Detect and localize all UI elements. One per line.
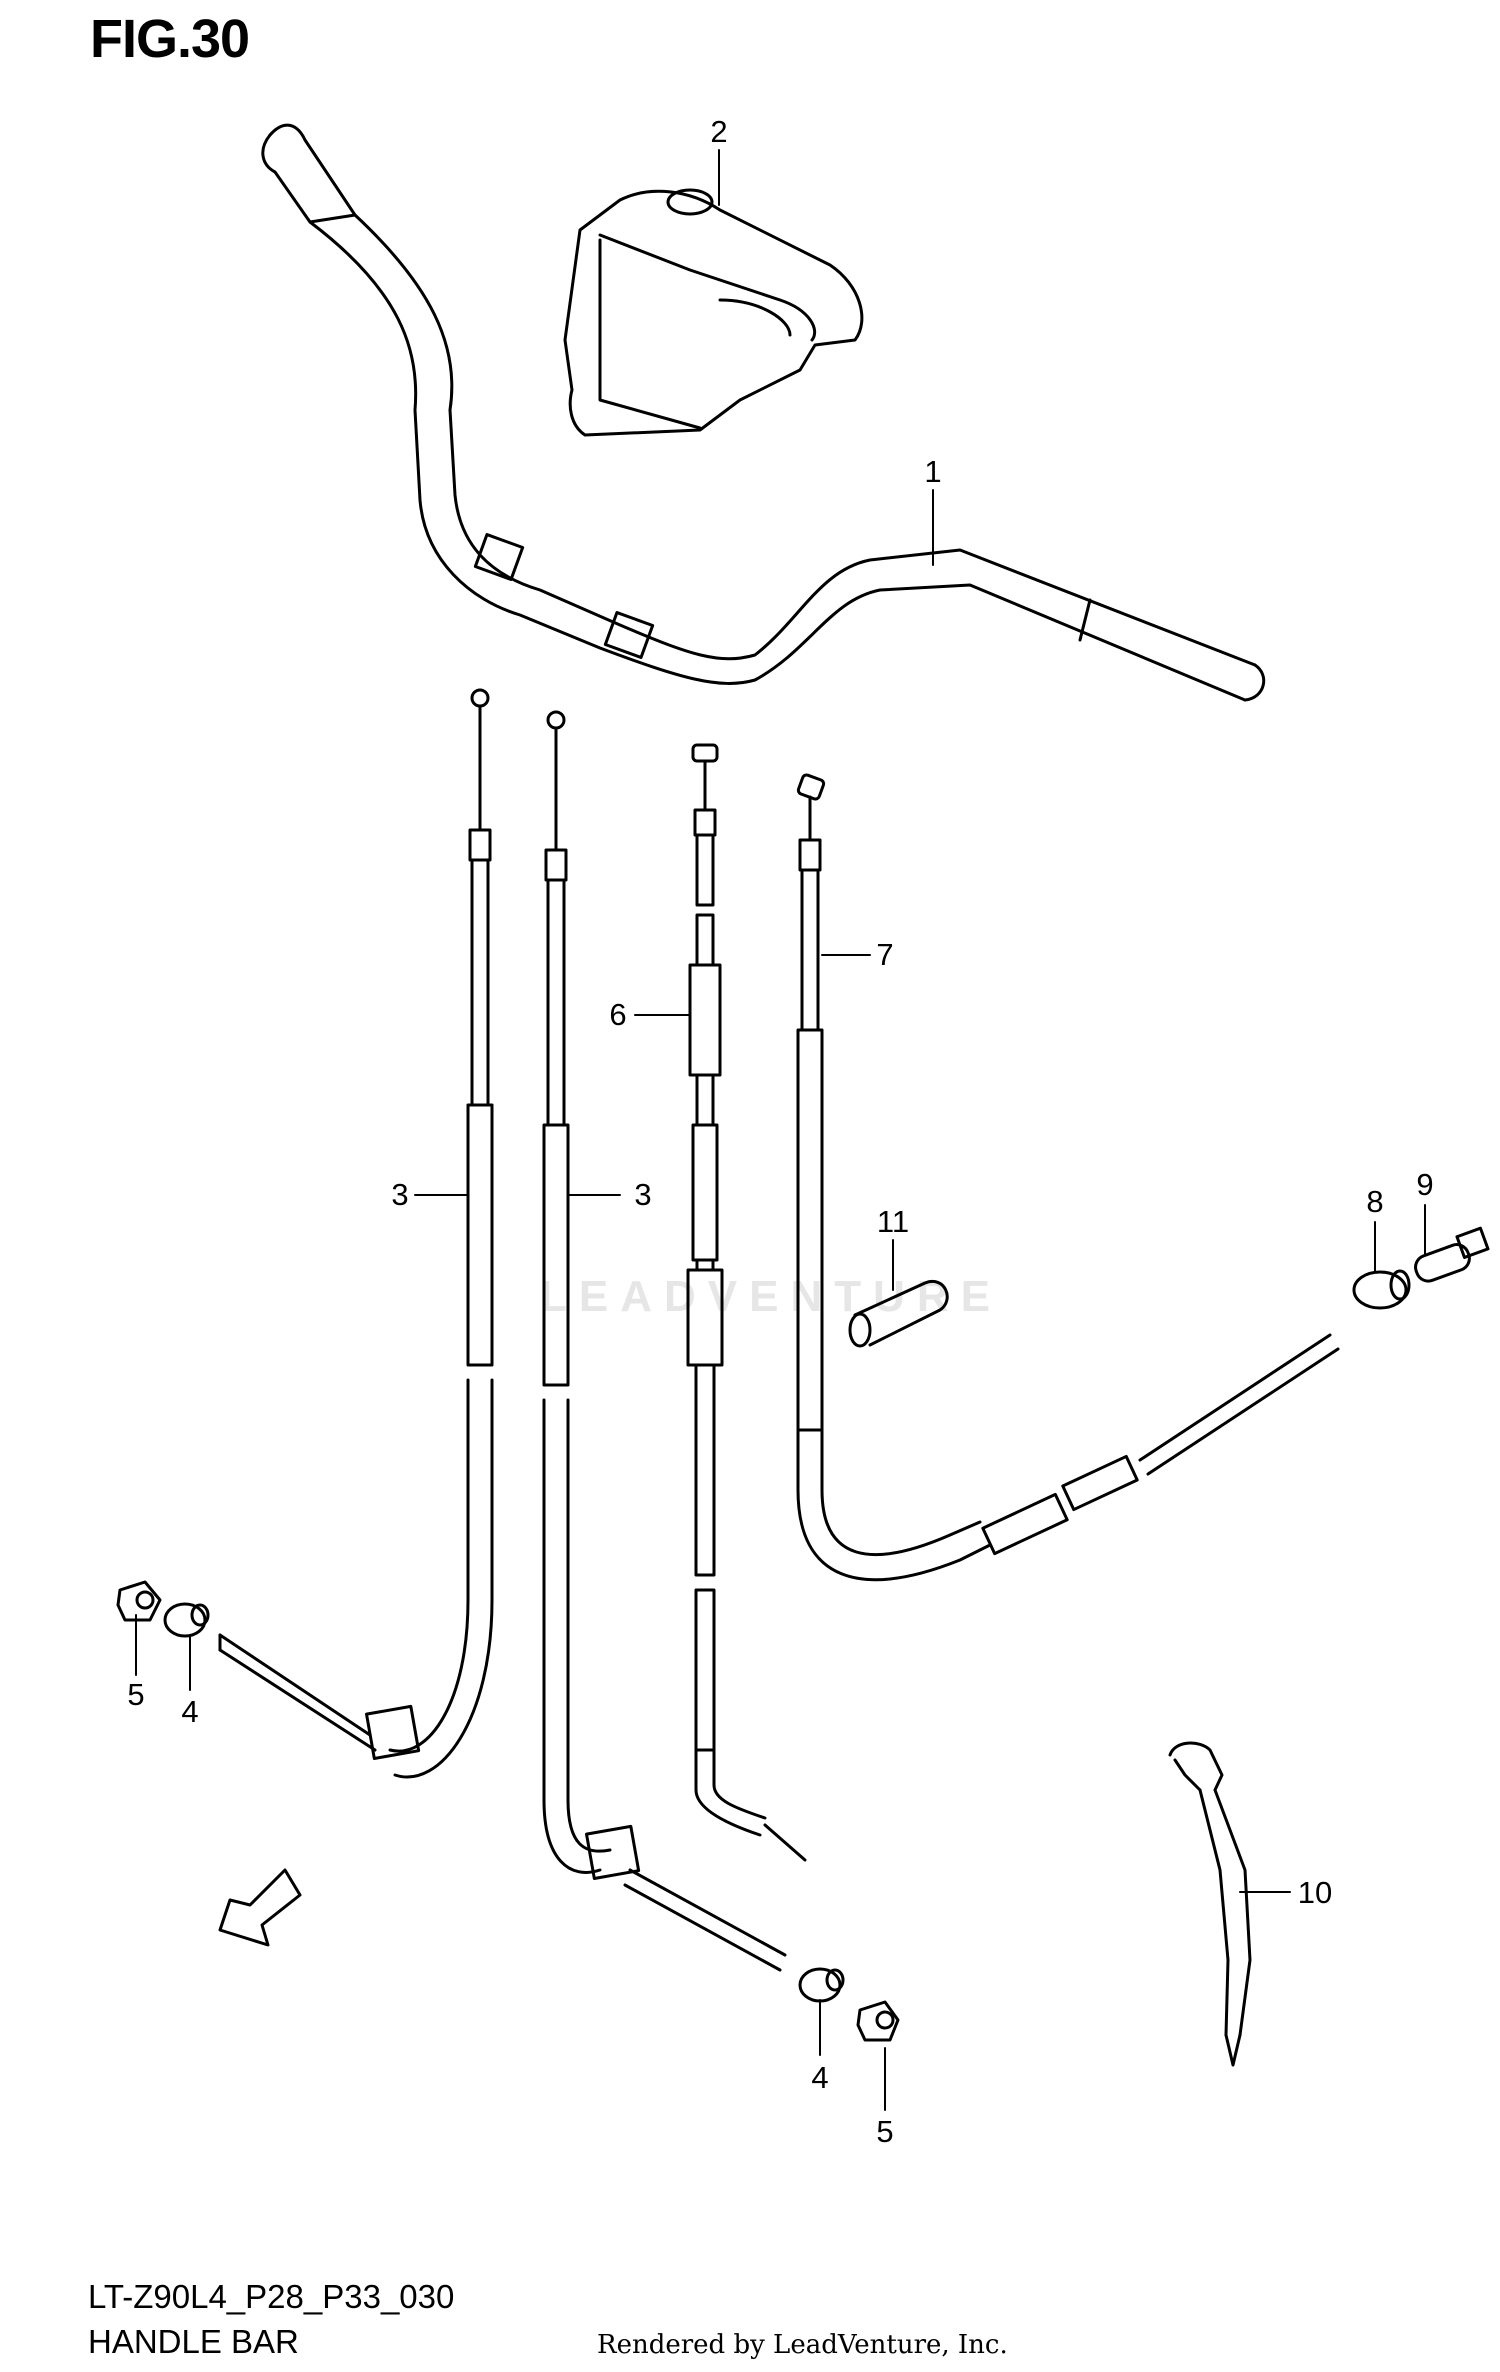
callout-9: 9 [1416,1167,1433,1202]
callout-5-left: 5 [127,1677,144,1712]
callout-7: 7 [876,937,893,972]
callout-3-left: 3 [391,1177,408,1212]
callout-10: 10 [1298,1875,1332,1910]
callout-labels: 2 1 3 3 6 7 5 4 4 5 8 9 10 11 FWD [127,114,1433,2149]
cable-3-left [218,688,494,1779]
fwd-arrow [218,1868,302,1947]
part-10-cable-tie [1168,1741,1252,2067]
callout-4-right: 4 [811,2060,828,2095]
callout-8: 8 [1366,1184,1383,1219]
callout-4-left: 4 [181,1694,198,1729]
handlebar-cover [563,188,864,437]
callout-5-right: 5 [876,2114,893,2149]
callout-11: 11 [877,1204,909,1239]
cable-6 [686,743,807,1862]
callout-3-right: 3 [634,1177,651,1212]
callout-6: 6 [609,997,626,1032]
cable-7 [796,773,1340,1581]
part-11 [848,1279,949,1348]
callout-lines [135,149,1426,2111]
part-4-left [163,1602,210,1638]
part-5-right [856,2000,900,2042]
part-5-left [116,1580,162,1622]
rendered-by-credit: Rendered by LeadVenture, Inc. [597,2330,1008,2360]
figure-code: LT-Z90L4_P28_P33_030 [88,2278,455,2315]
part-9 [1414,1226,1490,1283]
watermark: LEADVENTURE [540,1272,1003,1321]
callout-1: 1 [924,454,941,489]
callout-1: 2 [710,114,727,149]
handlebar [261,123,1266,702]
figure-title: FIG.30 [90,9,250,69]
figure-subtitle: HANDLE BAR [88,2323,299,2360]
part-4-right [798,1967,845,2003]
cable-3-right [542,710,787,1972]
part-8 [1352,1269,1411,1310]
